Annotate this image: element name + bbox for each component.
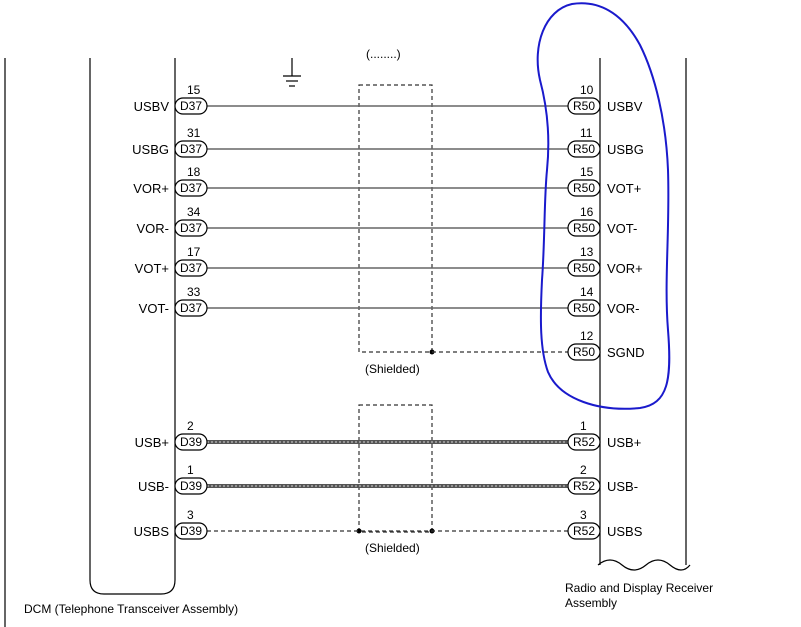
left-connector-label: D37 (180, 221, 202, 235)
left-connector-label: D39 (180, 479, 202, 493)
right-pin-number: 2 (580, 463, 587, 477)
right-signal-name: USBV (607, 99, 643, 114)
left-connector-label: D37 (180, 301, 202, 315)
right-connector-label: R50 (573, 261, 595, 275)
left-connector-label-outline (174, 433, 208, 451)
left-connector-label-outline (174, 219, 208, 237)
left-signal-name: USBS (134, 524, 170, 539)
right-connector-label-outline (567, 343, 601, 361)
left-signal-name: USBV (134, 99, 170, 114)
right-connector-label-outline (567, 299, 601, 317)
left-signal-name: VOR- (137, 221, 170, 236)
right-signal-name: USBG (607, 142, 644, 157)
shield-box-2 (358, 404, 433, 533)
right-connector-label-outline (567, 140, 601, 158)
left-connector-label: D37 (180, 181, 202, 195)
right-pin-number: 1 (580, 419, 587, 433)
top-partial-label: (........) (366, 47, 401, 61)
left-connector-label: D37 (180, 99, 202, 113)
left-device-name: DCM (Telephone Transceiver Assembly) (24, 602, 238, 616)
shield-box-1 (358, 84, 433, 353)
right-signal-name: USBS (607, 524, 643, 539)
right-device-break (597, 559, 691, 571)
left-signal-name: USBG (132, 142, 169, 157)
right-connector-label-outline (567, 97, 601, 115)
right-signal-name: VOT+ (607, 181, 641, 196)
left-connector-label: D37 (180, 142, 202, 156)
left-pin-number: 33 (187, 285, 201, 299)
right-pin-number: 11 (580, 126, 593, 140)
right-signal-name: USB+ (607, 435, 641, 450)
right-connector-label: R50 (573, 181, 595, 195)
left-signal-name: VOR+ (133, 181, 169, 196)
right-signal-name: VOT- (607, 221, 637, 236)
right-device-name-line1: Radio and Display Receiver (565, 581, 713, 595)
left-connector-label-outline (174, 140, 208, 158)
right-connector-label-outline (567, 433, 601, 451)
right-pin-number: 10 (580, 83, 594, 97)
annotation-loop (536, 2, 671, 410)
left-connector-label-outline (174, 97, 208, 115)
left-pin-number: 2 (187, 419, 194, 433)
left-signal-name: VOT- (139, 301, 169, 316)
right-signal-name: USB- (607, 479, 638, 494)
right-pin-number: 12 (580, 329, 594, 343)
right-pin-number: 16 (580, 205, 594, 219)
right-connector-label-outline (567, 522, 601, 540)
right-connector-label-outline (567, 259, 601, 277)
left-signal-name: USB- (138, 479, 169, 494)
right-connector-label: R52 (573, 524, 595, 538)
left-connector-label: D39 (180, 524, 202, 538)
right-pin-number: 14 (580, 285, 594, 299)
left-connector-label-outline (174, 259, 208, 277)
right-connector-label: R50 (573, 345, 595, 359)
right-signal-name: VOR- (607, 301, 640, 316)
right-connector-label-outline (567, 219, 601, 237)
right-signal-name: VOR+ (607, 261, 643, 276)
right-connector-label: R50 (573, 301, 595, 315)
right-pin-number: 3 (580, 508, 587, 522)
shield-label-2: (Shielded) (365, 541, 420, 555)
right-connector-label: R50 (573, 142, 595, 156)
left-connector-label: D39 (180, 435, 202, 449)
right-pin-number: 15 (580, 165, 594, 179)
left-connector-label-outline (174, 299, 208, 317)
right-connector-label: R50 (573, 99, 595, 113)
left-pin-number: 18 (187, 165, 201, 179)
left-connector-label-outline (174, 522, 208, 540)
right-connector-label: R52 (573, 479, 595, 493)
left-pin-number: 1 (187, 463, 194, 477)
right-connector-label-outline (567, 179, 601, 197)
right-connector-label-outline (567, 477, 601, 495)
right-pin-number: 13 (580, 245, 594, 259)
left-connector-label-outline (174, 477, 208, 495)
left-pin-number: 15 (187, 83, 201, 97)
right-connector-label: R52 (573, 435, 595, 449)
left-pin-number: 3 (187, 508, 194, 522)
shield-junction-dot (356, 528, 362, 534)
shield-label-1: (Shielded) (365, 362, 420, 376)
left-device-outline (89, 58, 176, 595)
right-signal-name: SGND (607, 345, 645, 360)
ground-icon (283, 58, 301, 87)
left-signal-name: USB+ (135, 435, 169, 450)
left-connector-label: D37 (180, 261, 202, 275)
left-pin-number: 31 (187, 126, 201, 140)
left-pin-number: 17 (187, 245, 201, 259)
right-device-name-line2: Assembly (565, 596, 617, 610)
left-connector-label-outline (174, 179, 208, 197)
left-pin-number: 34 (187, 205, 201, 219)
right-connector-label: R50 (573, 221, 595, 235)
left-signal-name: VOT+ (135, 261, 169, 276)
